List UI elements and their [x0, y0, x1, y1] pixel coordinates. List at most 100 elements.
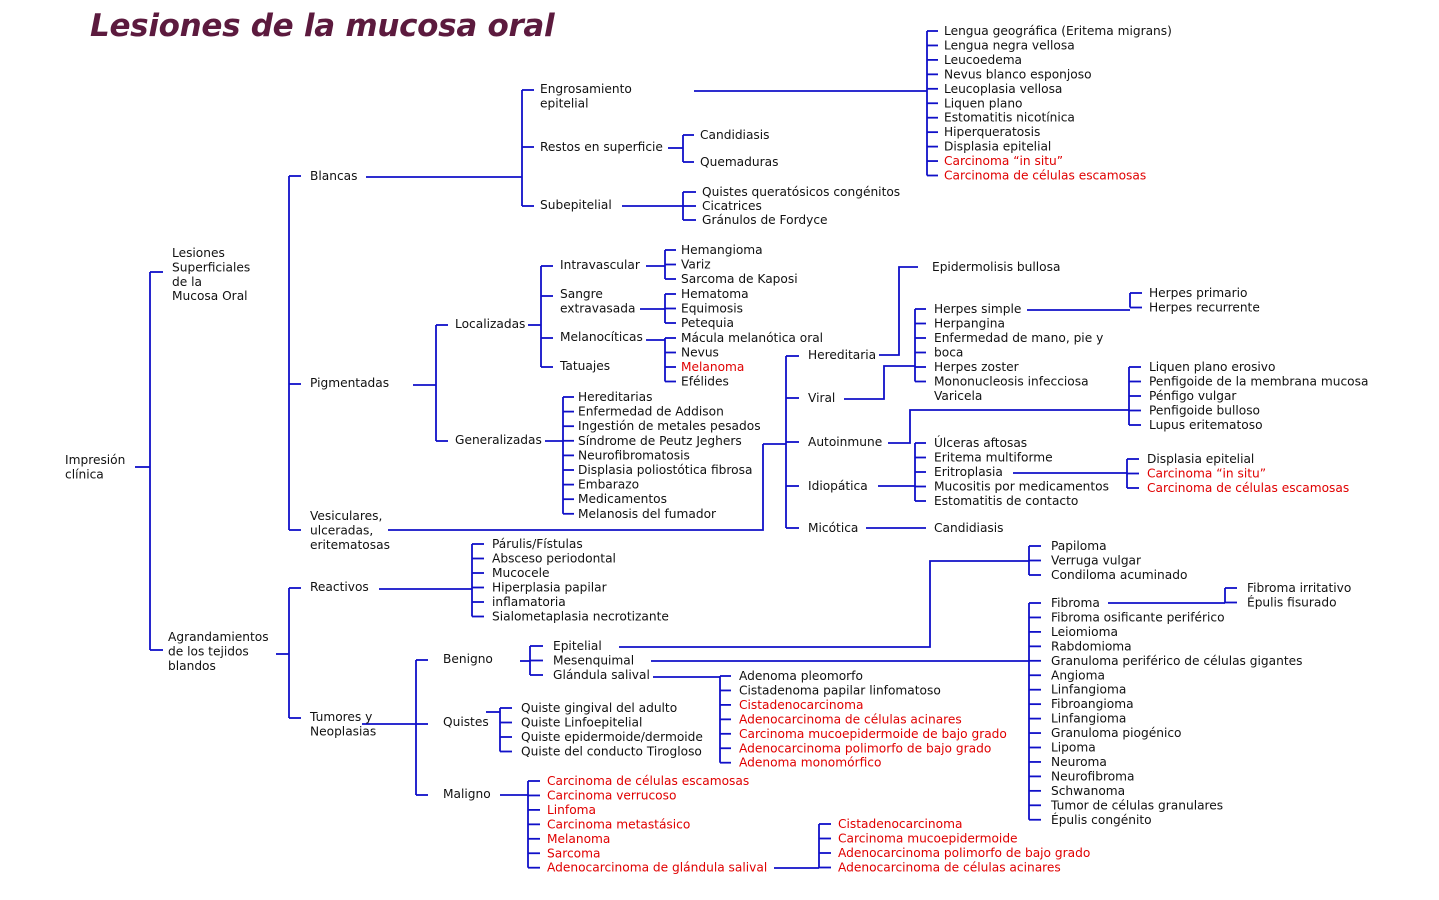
leaf-carcinoma-mucoepidermoide: Carcinoma mucoepidermoide	[838, 832, 1018, 846]
leaf-petequia: Petequia	[681, 316, 734, 330]
leaf-nevus: Nevus	[681, 346, 719, 360]
leaf-herpes-zoster: Herpes zoster	[934, 360, 1020, 374]
leaf-neurofibromatosis: Neurofibromatosis	[578, 448, 690, 462]
node-quistes: Quistes	[443, 715, 489, 729]
connector-lines	[135, 30, 1237, 869]
leaf-mononucleosis-infecciosa: Mononucleosis infecciosa	[934, 375, 1089, 389]
node-viral: Viral	[808, 391, 835, 405]
leaf-displasia-epitelial: Displasia epitelial	[944, 140, 1051, 154]
node-sangre-line-1: Sangre	[560, 287, 603, 301]
leaf-candidiasis: Candidiasis	[934, 521, 1004, 535]
leaf-neurofibroma: Neurofibroma	[1051, 769, 1135, 783]
node-vesiculares-line-2: ulceradas,	[310, 523, 373, 537]
leaf-eritema-multiforme: Eritema multiforme	[934, 451, 1053, 465]
leaf-sarcoma-de-kaposi: Sarcoma de Kaposi	[681, 272, 798, 286]
leaf-estomatitis-nicotinica: Estomatitis nicotínica	[944, 111, 1075, 125]
leaf-hematoma: Hematoma	[681, 287, 749, 301]
vesiculares-link	[388, 444, 764, 531]
leaf-hemangioma: Hemangioma	[681, 243, 763, 257]
leaf-macula-melanotica-oral: Mácula melanótica oral	[681, 331, 823, 345]
leaf-penfigoide-bulloso: Penfigoide bulloso	[1149, 404, 1260, 418]
leaf-quiste-epidermoide-dermoide: Quiste epidermoide/dermoide	[521, 730, 703, 744]
node-benigno: Benigno	[443, 652, 493, 666]
leaf-parulis-fistulas: Párulis/Fístulas	[492, 537, 583, 551]
node-autoinmune: Autoinmune	[808, 435, 882, 449]
node-reactivos: Reactivos	[310, 580, 369, 594]
leaf-estomatitis-de-contacto: Estomatitis de contacto	[934, 494, 1078, 508]
node-sangre-line-2: extravasada	[560, 301, 635, 315]
leaf-efelides: Efélides	[681, 375, 729, 389]
node-melanociticas: Melanocíticas	[560, 330, 643, 344]
leaf-ulceras-aftosas: Úlceras aftosas	[934, 435, 1027, 450]
node-superficiales-line-3: de la	[172, 275, 202, 289]
node-agrandamientos-line-3: blandos	[168, 659, 216, 673]
leaf-adenoma-monomorfico: Adenoma monomórfico	[739, 756, 881, 770]
leaf-rabdomioma: Rabdomioma	[1051, 639, 1132, 653]
leaf-sindrome-de-peutz-jeghers: Síndrome de Peutz Jeghers	[578, 434, 742, 448]
leaf-quistes-queratosicos-congenitos: Quistes queratósicos congénitos	[702, 185, 900, 199]
leaf-leucoedema: Leucoedema	[944, 53, 1022, 67]
leaf-neuroma: Neuroma	[1051, 755, 1107, 769]
node-labels: ImpresiónclínicaLesionesSuperficialesde …	[65, 24, 1368, 875]
leaf-linfoma: Linfoma	[547, 803, 596, 817]
leaf-embarazo: Embarazo	[578, 478, 639, 492]
node-superficiales-line-4: Mucosa Oral	[172, 289, 248, 303]
node-engrosamiento-line-1: Engrosamiento	[540, 82, 632, 96]
leaf-leucoplasia-vellosa: Leucoplasia vellosa	[944, 82, 1062, 96]
leaf-tumor-de-celulas-granulares: Tumor de células granulares	[1050, 798, 1223, 812]
hereditaria-link	[879, 266, 918, 356]
leaf-linfangioma: Linfangioma	[1051, 712, 1126, 726]
leaf-candidiasis: Candidiasis	[700, 128, 770, 142]
leaf-carcinoma-in-situ: Carcinoma “in situ”	[1147, 467, 1266, 481]
node-superficiales-line-1: Lesiones	[172, 246, 225, 260]
leaf-adenocarcinoma-de-glandula-salival: Adenocarcinoma de glándula salival	[547, 861, 767, 875]
leaf-verruga-vulgar: Verruga vulgar	[1051, 554, 1142, 568]
leaf-adenocarcinoma-de-celulas-acinares: Adenocarcinoma de células acinares	[739, 712, 962, 726]
leaf-epulis-congenito: Épulis congénito	[1051, 812, 1152, 827]
leaf-epulis-fisurado: Épulis fisurado	[1247, 595, 1337, 610]
node-localizadas: Localizadas	[455, 317, 525, 331]
leaf-penfigoide-de-la-membrana-mucosa: Penfigoide de la membrana mucosa	[1149, 375, 1368, 389]
leaf-carcinoma-de-celulas-escamosas: Carcinoma de células escamosas	[1147, 481, 1349, 495]
leaf-epidermolisis-bullosa: Epidermolisis bullosa	[932, 260, 1060, 274]
leaf-cicatrices: Cicatrices	[702, 199, 762, 213]
node-pigmentadas: Pigmentadas	[310, 376, 389, 390]
page-title: Lesiones de la mucosa oral	[90, 8, 555, 44]
leaf-herpes-simple: Herpes simple	[934, 302, 1021, 316]
leaf-nevus-blanco-esponjoso: Nevus blanco esponjoso	[944, 67, 1092, 81]
leaf-carcinoma-de-celulas-escamosas: Carcinoma de células escamosas	[944, 169, 1146, 183]
node-intravascular: Intravascular	[560, 258, 641, 272]
leaf-lengua-negra-vellosa: Lengua negra vellosa	[944, 38, 1075, 52]
leaf-hiperplasia-papilar: Hiperplasia papilar	[492, 581, 608, 595]
leaf-melanoma: Melanoma	[681, 360, 744, 374]
leaf-leiomioma: Leiomioma	[1051, 625, 1118, 639]
node-root-line-2: clínica	[65, 467, 104, 481]
node-maligno: Maligno	[443, 787, 491, 801]
leaf-adenoma-pleomorfo: Adenoma pleomorfo	[739, 669, 863, 683]
leaf-quemaduras: Quemaduras	[700, 155, 778, 169]
node-micotica: Micótica	[808, 521, 858, 535]
leaf-cistadenoma-papilar-linfomatoso: Cistadenoma papilar linfomatoso	[739, 683, 941, 697]
node-restos: Restos en superficie	[540, 140, 663, 154]
leaf-mucocele: Mucocele	[492, 566, 549, 580]
leaf-quiste-del-conducto-tirogloso: Quiste del conducto Tirogloso	[521, 745, 702, 759]
leaf-schwanoma: Schwanoma	[1051, 784, 1125, 798]
leaf-herpes-primario: Herpes primario	[1149, 286, 1247, 300]
leaf-ingestion-de-metales-pesados: Ingestión de metales pesados	[578, 419, 761, 433]
leaf-herpangina: Herpangina	[934, 317, 1005, 331]
leaf-melanosis-del-fumador: Melanosis del fumador	[578, 507, 717, 521]
leaf-enfermedad-de-addison: Enfermedad de Addison	[578, 405, 724, 419]
leaf-melanoma: Melanoma	[547, 832, 610, 846]
node-superficiales-line-2: Superficiales	[172, 260, 250, 274]
leaf-carcinoma-de-celulas-escamosas: Carcinoma de células escamosas	[547, 774, 749, 788]
leaf-variz: Variz	[681, 258, 711, 272]
leaf-quiste-gingival-del-adulto: Quiste gingival del adulto	[521, 701, 677, 715]
node-agrandamientos-line-1: Agrandamientos	[168, 630, 269, 644]
node-generalizadas: Generalizadas	[455, 433, 542, 447]
leaf-fibroma-irritativo: Fibroma irritativo	[1247, 581, 1351, 595]
leaf-varicela: Varicela	[934, 389, 982, 403]
leaf-enfermedad-de-mano-pie-y: Enfermedad de mano, pie y	[934, 331, 1103, 345]
node-tumores-line-1: Tumores y	[309, 710, 372, 724]
leaf-granulos-de-fordyce: Gránulos de Fordyce	[702, 213, 828, 227]
